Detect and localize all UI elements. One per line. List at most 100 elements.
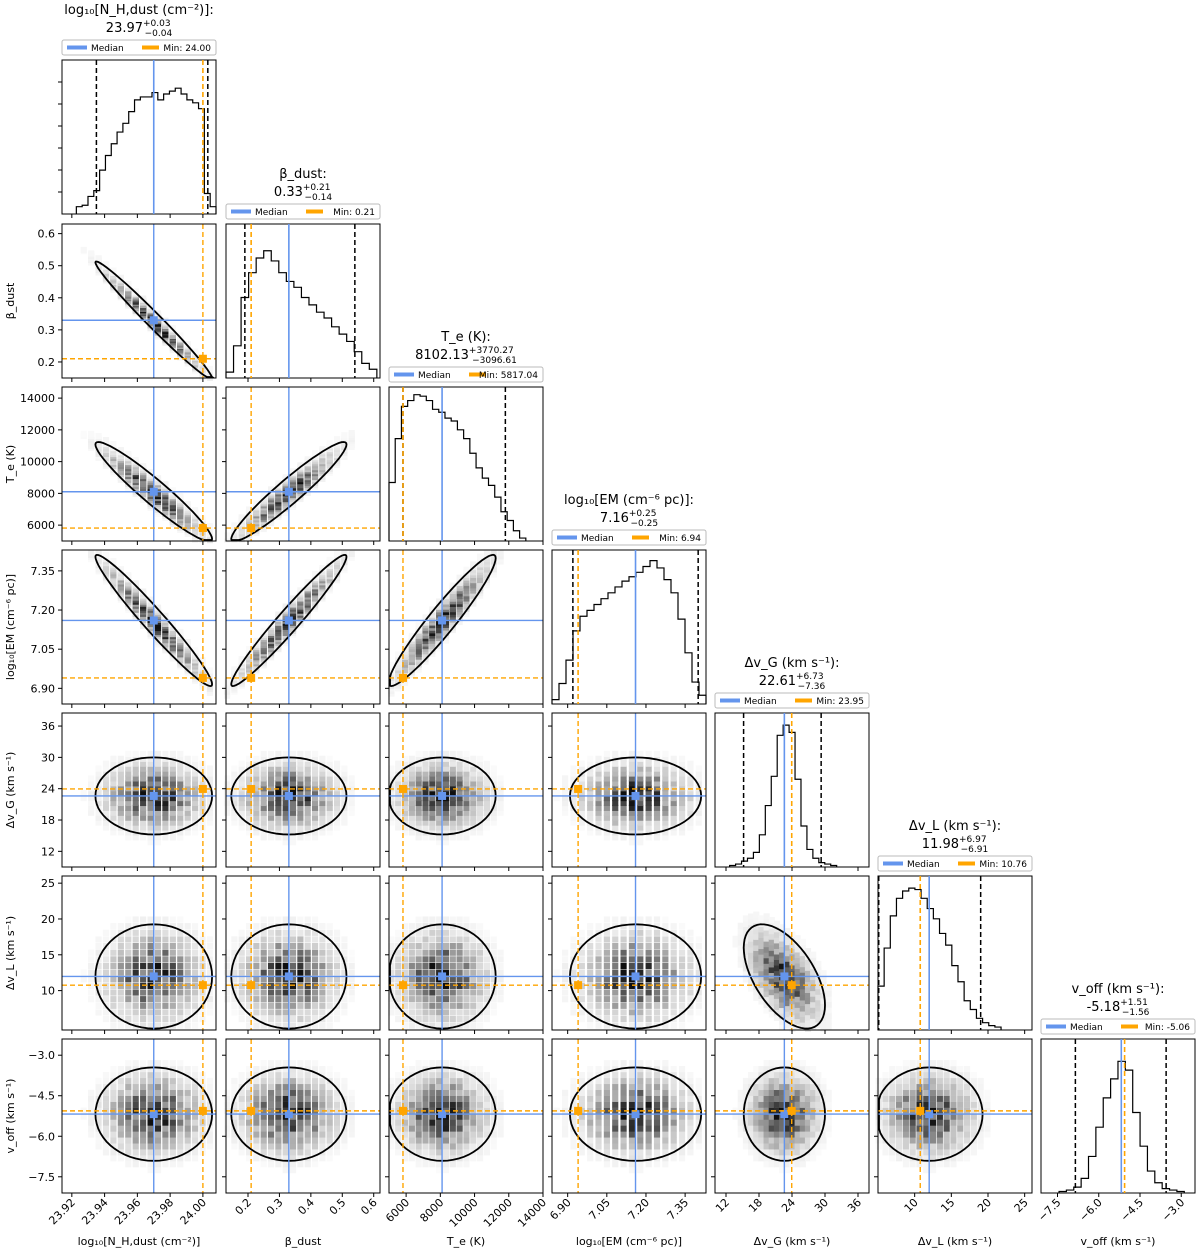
contour xyxy=(230,441,348,541)
density-cell xyxy=(125,819,132,826)
density-cell xyxy=(162,809,169,816)
density-cell xyxy=(595,799,602,807)
density-cell xyxy=(125,989,132,996)
density-cell xyxy=(326,1107,333,1114)
density-cell xyxy=(267,916,275,923)
density-cell xyxy=(653,996,661,1003)
density-cell xyxy=(612,770,619,777)
density-cell xyxy=(110,942,117,950)
density-cell xyxy=(110,785,117,792)
density-cell xyxy=(483,929,491,936)
density-cell xyxy=(695,765,702,772)
density-cell xyxy=(192,929,199,936)
density-cell xyxy=(388,936,395,943)
density-cell xyxy=(125,936,132,943)
legend-median-label: Median xyxy=(581,534,614,544)
density-cell xyxy=(154,1125,162,1132)
density-cell xyxy=(753,972,760,979)
y-tick-label: 7.05 xyxy=(31,643,56,656)
density-cell xyxy=(110,770,117,777)
density-cell xyxy=(603,996,610,1003)
density-cell xyxy=(483,790,491,797)
density-cell xyxy=(395,651,402,658)
density-cell xyxy=(206,794,213,802)
density-cell xyxy=(341,770,348,777)
density-cell xyxy=(497,976,504,983)
density-cell xyxy=(147,929,154,936)
density-cell xyxy=(401,1009,409,1016)
density-cell xyxy=(125,996,132,1003)
density-cell xyxy=(319,1143,326,1150)
density-cell xyxy=(304,976,311,983)
err-minus: −1.56 xyxy=(1122,1008,1150,1018)
density-cell xyxy=(260,790,267,797)
density-cell xyxy=(245,770,253,777)
density-cell xyxy=(645,809,652,816)
density-cell xyxy=(620,819,627,826)
density-cell xyxy=(132,936,139,943)
density-cell xyxy=(408,1009,415,1016)
density-cell xyxy=(132,942,139,950)
density-cell xyxy=(289,996,297,1003)
density-cell xyxy=(779,935,786,942)
density-cell xyxy=(311,814,319,821)
param-title: T_e (K): xyxy=(440,330,491,345)
density-cell xyxy=(297,1089,304,1096)
density-cell xyxy=(223,794,231,802)
density-cell xyxy=(132,819,139,826)
param-value: 23.97+0.03−0.04 xyxy=(106,19,173,39)
density-cell xyxy=(102,962,110,970)
density-cell xyxy=(162,969,169,976)
density-cell xyxy=(620,949,627,956)
density-cell xyxy=(401,996,409,1003)
density-cell xyxy=(125,1119,132,1126)
density-cell xyxy=(192,1131,199,1138)
y-tick-label: −4.5 xyxy=(28,1090,55,1103)
density-cell xyxy=(297,936,304,943)
density-cell xyxy=(341,790,348,797)
density-cell xyxy=(401,755,409,762)
density-cell xyxy=(341,1131,348,1138)
density-cell xyxy=(311,976,319,983)
density-cell xyxy=(147,1161,154,1168)
density-cell xyxy=(319,949,326,956)
density-cell xyxy=(612,780,619,787)
density-cell xyxy=(779,946,786,953)
density-cell xyxy=(304,804,311,811)
density-cell xyxy=(637,962,644,970)
density-cell xyxy=(429,794,436,802)
density-cell xyxy=(231,785,238,792)
density-cell xyxy=(199,1016,206,1023)
density-cell xyxy=(653,1016,661,1023)
density-cell xyxy=(154,923,162,930)
density-cell xyxy=(570,775,577,782)
density-cell xyxy=(326,755,333,762)
density-cell xyxy=(620,765,627,772)
density-cell xyxy=(678,770,686,777)
density-cell xyxy=(637,829,644,836)
density-cell xyxy=(415,982,422,989)
density-cell xyxy=(169,929,176,936)
density-cell xyxy=(110,969,117,976)
density-cell xyxy=(117,1002,124,1009)
density-cell xyxy=(162,916,169,923)
density-cell xyxy=(311,755,319,762)
density-cell xyxy=(206,780,213,787)
y-tick-label: 6.90 xyxy=(31,682,56,695)
density-cell xyxy=(304,814,311,821)
density-cell xyxy=(470,962,477,970)
density-cell xyxy=(578,809,585,816)
density-cell xyxy=(388,1009,395,1016)
density-cell xyxy=(463,824,470,831)
density-cell xyxy=(125,799,132,807)
density-cell xyxy=(132,1149,139,1156)
density-cell xyxy=(456,916,463,923)
density-cell xyxy=(810,990,817,997)
density-cell xyxy=(132,969,139,976)
density-cell xyxy=(206,1131,213,1138)
density-cell xyxy=(177,785,184,792)
density-cell xyxy=(275,942,282,950)
median-marker xyxy=(149,1110,158,1119)
